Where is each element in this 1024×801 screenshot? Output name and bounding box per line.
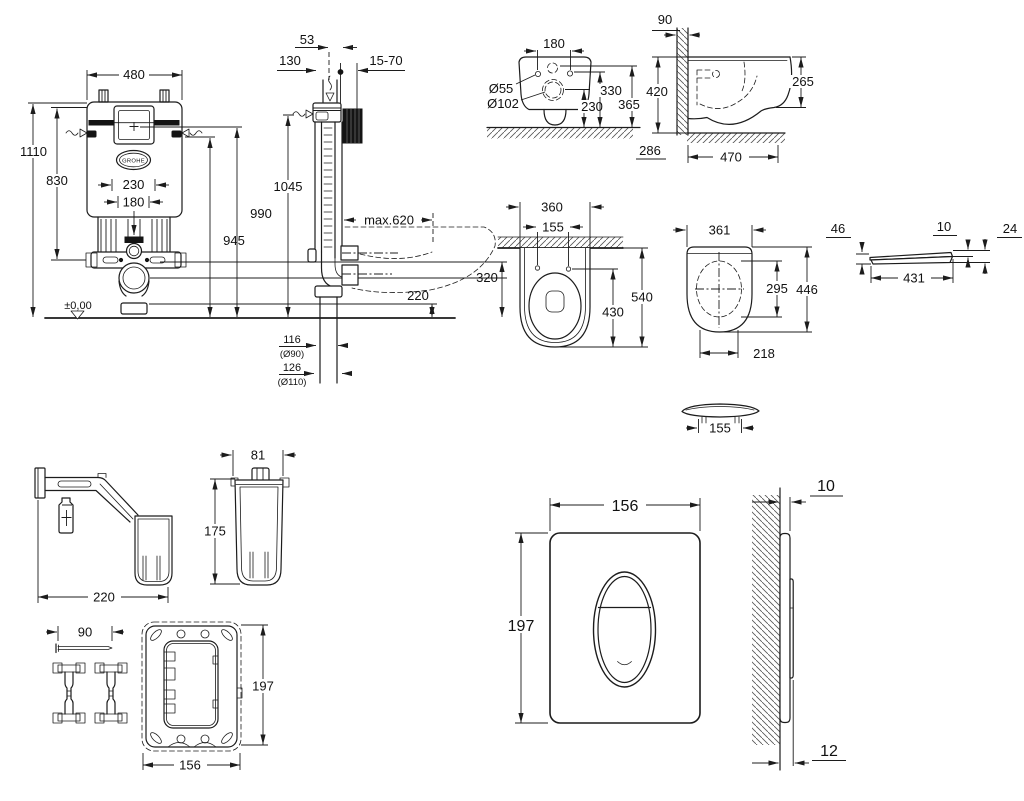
dim-outlet2-pipe: (Ø110) xyxy=(278,377,307,388)
dim-studs-span: 230 xyxy=(123,177,145,192)
flush-button xyxy=(597,575,652,684)
bowl-front-view: 360 155 540 430 xyxy=(497,200,658,348)
dim-back-height: 46 xyxy=(831,221,845,236)
dim-left-offset: 130 xyxy=(279,53,301,68)
dim-bracket-length: 220 xyxy=(93,590,115,605)
dim-drain-h220: 220 xyxy=(407,288,429,303)
flush-plate-front-view: 156 197 xyxy=(499,496,701,724)
grohe-logo: GROHE xyxy=(115,149,152,171)
dim-lid-front: 10 xyxy=(937,219,951,234)
flush-plate-side-view: 10 12 xyxy=(752,478,846,771)
dim-pipes-span: 180 xyxy=(123,195,145,210)
dim-container-width: 81 xyxy=(251,448,265,463)
mount-frame-view: 197 156 xyxy=(141,621,280,773)
datum-symbol xyxy=(70,310,85,320)
dim-outlet1: 116 xyxy=(283,334,301,346)
water-supply-arrow-right xyxy=(181,128,203,138)
container-front-view: 81 175 xyxy=(200,448,296,586)
dim-note286: 286 xyxy=(639,143,661,158)
dim-plate-height: 197 xyxy=(508,618,535,635)
dim-seat-length: 431 xyxy=(903,271,925,286)
dim-width-top: 480 xyxy=(123,67,145,82)
datum-label: ±0,00 xyxy=(64,300,91,312)
dim-height: 420 xyxy=(646,84,668,99)
dim-total-depth: 12 xyxy=(820,743,838,760)
dim-hinge-span: 155 xyxy=(709,421,731,436)
dim-h330: 330 xyxy=(600,83,622,98)
dim-seat-depth: 446 xyxy=(796,282,818,297)
grohe-logo-text: GROHE xyxy=(122,158,145,164)
bowl-rear-view: Ø55 Ø102 180 230 330 365 xyxy=(486,36,644,139)
dim-depth: 470 xyxy=(720,150,742,165)
dim-wall-thk: 90 xyxy=(658,12,672,27)
bracket-side-view: 220 xyxy=(34,467,173,605)
dim-front-total: 24 xyxy=(1003,221,1017,236)
dim-max-depth: max.620 xyxy=(364,213,414,228)
label-inlet-dia: Ø55 xyxy=(489,81,514,96)
bowl-side-view: 90 265 420 286 470 xyxy=(636,12,817,165)
dashed-bowl-outline xyxy=(344,226,496,293)
screw xyxy=(55,643,113,654)
anchor-clip-left xyxy=(52,662,86,724)
cistern-front-view: GROHE 230 180 ±0,00 480 1110 830 945 990… xyxy=(17,66,507,320)
dim-wall-range: 15-70 xyxy=(369,53,402,68)
dim-inner-depth: 295 xyxy=(766,281,788,296)
dim-front-height: 265 xyxy=(792,74,814,89)
seat-side-view: 46 10 24 431 xyxy=(826,219,1022,286)
dim-seat-width: 361 xyxy=(709,223,731,238)
anchor-clip-right xyxy=(94,662,128,724)
dim-h430: 430 xyxy=(602,305,624,320)
dim-seat-front: 218 xyxy=(753,346,775,361)
dim-height-total: 1110 xyxy=(20,144,47,159)
label-outlet-dia: Ø102 xyxy=(487,96,519,111)
dim-outlet2: 126 xyxy=(283,362,301,374)
dim-drain-h320: 320 xyxy=(476,270,498,285)
dim-plate-depth: 10 xyxy=(817,478,835,495)
fixing-set: 90 xyxy=(46,625,128,724)
dim-holes-span-front: 155 xyxy=(542,220,564,235)
cistern-side-view: 53 130 15-70 max.620 116 (Ø90) 126 (Ø110… xyxy=(277,32,496,388)
cartridge xyxy=(58,497,74,534)
dim-h1045: 1045 xyxy=(274,179,303,194)
dim-height-upper: 830 xyxy=(46,173,68,188)
dim-frame-width: 156 xyxy=(179,758,201,773)
dim-h990: 990 xyxy=(250,206,272,221)
water-supply-arrow-left xyxy=(65,128,88,138)
dim-frame-height: 197 xyxy=(252,679,274,694)
dim-plate-width: 156 xyxy=(612,498,639,515)
dim-width: 360 xyxy=(541,200,563,215)
dim-h945: 945 xyxy=(223,233,245,248)
dim-top-offset: 53 xyxy=(300,32,314,47)
seat-front-view: 155 xyxy=(681,403,760,436)
dim-h365: 365 xyxy=(618,97,640,112)
water-supply-arrow-side xyxy=(292,109,314,119)
seat-top-view: 361 295 446 218 xyxy=(673,223,823,361)
dim-holes-span: 180 xyxy=(543,36,565,51)
dim-outlet1-pipe: (Ø90) xyxy=(280,349,304,360)
dim-screw-length: 90 xyxy=(78,625,92,640)
dim-container-height: 175 xyxy=(204,524,226,539)
dim-h540: 540 xyxy=(631,290,653,305)
